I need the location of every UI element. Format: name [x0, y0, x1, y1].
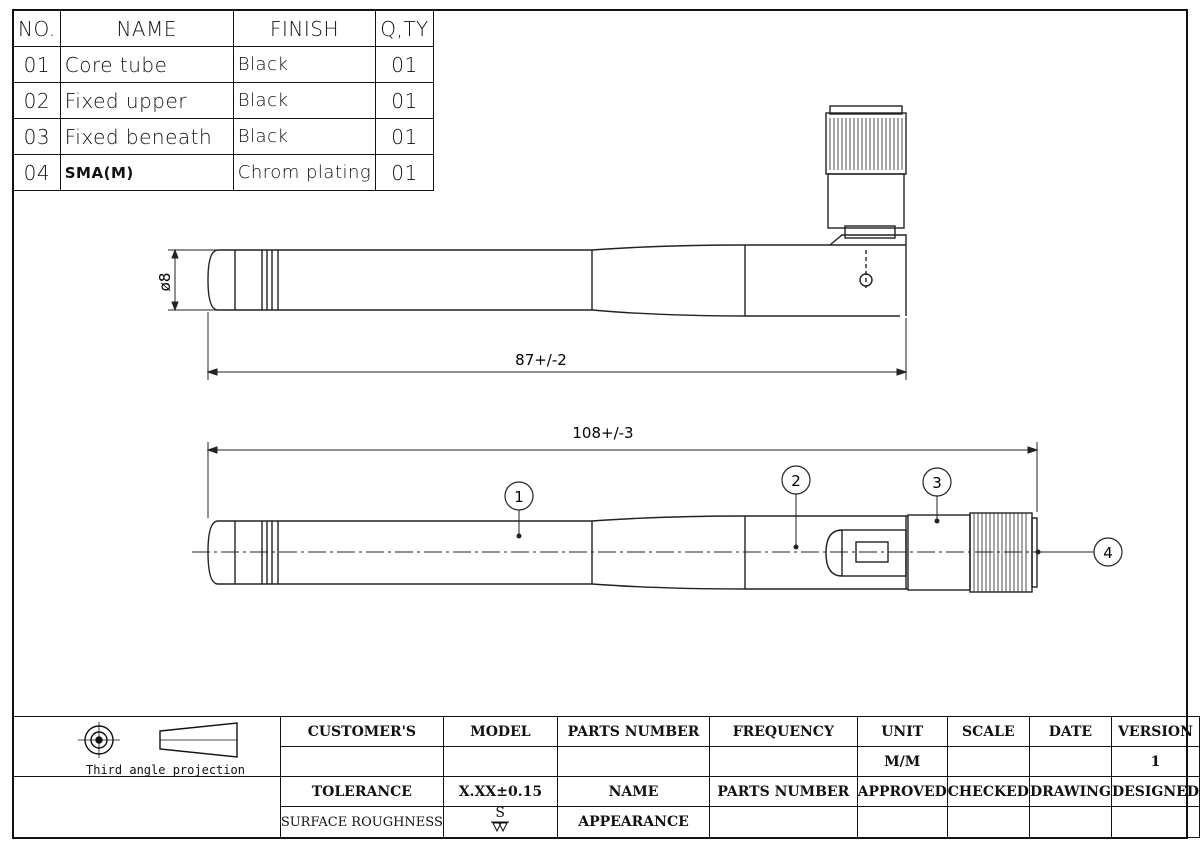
- bom-name: Core tube: [59, 46, 234, 83]
- roughness-letter: S: [495, 805, 506, 821]
- bom-name: SMA(M): [59, 154, 234, 191]
- tb-scale: SCALE: [946, 716, 1030, 747]
- tb-blank-cell: [13, 776, 281, 838]
- bom-finish: Black: [232, 82, 377, 119]
- tb-frequency: FREQUENCY: [709, 716, 858, 747]
- bom-header-finish: FINISH: [232, 10, 377, 47]
- antenna-straight-view: [207, 512, 1038, 593]
- bom-finish: Black: [232, 118, 377, 155]
- antenna-side-view: [207, 105, 907, 317]
- length-label-87: 87+/-2: [515, 351, 567, 369]
- tb-checked: CHECKED: [946, 776, 1030, 807]
- tb-customer-value: [279, 746, 444, 777]
- diameter-dimension: [168, 248, 232, 312]
- svg-text:3: 3: [932, 474, 942, 492]
- tip-cap-bottom: [207, 520, 235, 585]
- bom-row: 04 SMA(M) Chrom plating 01: [13, 154, 434, 191]
- sheet-border: [12, 9, 1188, 839]
- tb-parts-number-value: [556, 746, 711, 777]
- title-row-2: M/M 1: [14, 746, 1200, 777]
- projection-label: Third angle projection: [86, 763, 245, 777]
- tb-parts-number-2: PARTS NUMBER: [709, 776, 858, 807]
- tb-version: VERSION: [1110, 716, 1200, 747]
- tb-tolerance-value: X.XX±0.15: [442, 776, 558, 807]
- bom-no: 01: [13, 46, 61, 83]
- length-dimension-87: [206, 312, 908, 380]
- bom-header-no: NO.: [13, 10, 61, 47]
- bom-qty: 01: [375, 154, 434, 191]
- bom-no: 02: [13, 82, 61, 119]
- title-block: CUSTOMER'S MODEL PARTS NUMBER FREQUENCY …: [13, 716, 1200, 838]
- title-row-3: TOLERANCE X.XX±0.15 NAME PARTS NUMBER AP…: [13, 776, 1200, 838]
- bom-row: 02 Fixed upper Black 01: [13, 82, 434, 119]
- tb-empty-2: [856, 806, 948, 838]
- length-dimension-108: [206, 442, 1039, 518]
- tb-empty-4: [1028, 806, 1112, 838]
- tip-cap-top: [207, 249, 235, 311]
- bom-header-qty: Q,TY: [375, 10, 434, 47]
- tb-parts-number: PARTS NUMBER: [556, 716, 711, 747]
- bom-qty: 01: [375, 46, 434, 83]
- tb-surface-roughness: SURFACE ROUGHNESS: [279, 806, 444, 838]
- bom-header-row: NO. NAME FINISH Q,TY: [13, 10, 434, 47]
- balloon-4: 4: [1035, 537, 1123, 567]
- diameter-label: ø8: [156, 273, 174, 292]
- tb-version-value: 1: [1110, 746, 1200, 777]
- tb-frequency-value: [709, 746, 858, 777]
- tb-tolerance: TOLERANCE: [279, 776, 444, 807]
- bom-row: 01 Core tube Black 01: [13, 46, 434, 83]
- title-row-4: SURFACE ROUGHNESS S APPEARANCE: [14, 805, 1200, 838]
- bom-no: 04: [13, 154, 61, 191]
- tb-designed: DESIGNED: [1110, 776, 1200, 807]
- bom-qty: 01: [375, 118, 434, 155]
- tb-model-value: [442, 746, 558, 777]
- bom-finish: Chrom plating: [232, 154, 377, 191]
- tb-name: NAME: [556, 776, 711, 807]
- balloon-1: 1: [504, 481, 534, 539]
- length-label-108: 108+/-3: [572, 424, 633, 442]
- bom-header-name: NAME: [59, 10, 234, 47]
- svg-text:1: 1: [514, 488, 524, 506]
- svg-text:4: 4: [1103, 544, 1113, 562]
- projection-cell: [13, 716, 281, 777]
- tb-unit-value: M/M: [856, 746, 948, 777]
- bill-of-materials: NO. NAME FINISH Q,TY 01 Core tube Black …: [13, 10, 434, 191]
- tb-empty-1: [709, 806, 858, 838]
- tb-date-value: [1028, 746, 1112, 777]
- bom-name: Fixed beneath: [59, 118, 234, 155]
- tb-drawing: DRAWING: [1028, 776, 1112, 807]
- tb-unit: UNIT: [856, 716, 948, 747]
- roughness-triangle-icon: [491, 821, 510, 833]
- tb-roughness-symbol: S: [442, 805, 558, 838]
- bom-name: Fixed upper: [59, 82, 234, 119]
- tb-customer: CUSTOMER'S: [279, 716, 444, 747]
- tb-model: MODEL: [442, 716, 558, 747]
- bom-row: 03 Fixed beneath Black 01: [13, 118, 434, 155]
- tb-date: DATE: [1028, 716, 1112, 747]
- tb-scale-value: [946, 746, 1030, 777]
- title-row-1: CUSTOMER'S MODEL PARTS NUMBER FREQUENCY …: [13, 716, 1200, 777]
- tb-empty-3: [946, 806, 1030, 838]
- bom-finish: Black: [232, 46, 377, 83]
- tb-approved: APPROVED: [856, 776, 948, 807]
- bom-qty: 01: [375, 82, 434, 119]
- svg-text:2: 2: [791, 472, 801, 490]
- balloon-2: 2: [781, 465, 811, 550]
- balloon-3: 3: [922, 467, 952, 524]
- bom-no: 03: [13, 118, 61, 155]
- tb-empty-5: [1110, 806, 1200, 838]
- tb-appearance: APPEARANCE: [556, 806, 711, 838]
